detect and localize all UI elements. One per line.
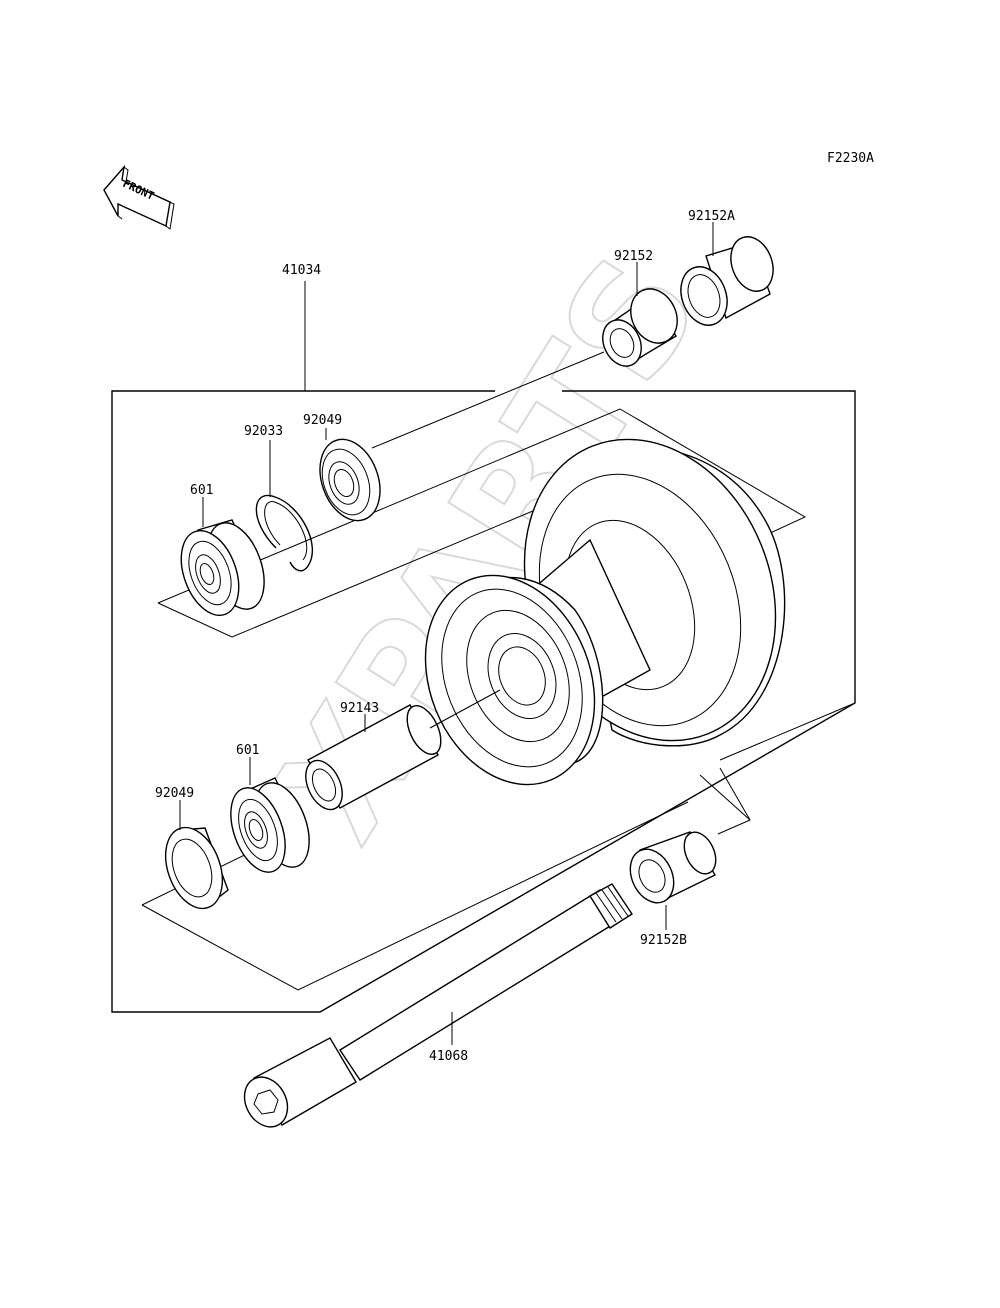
collar-92152 <box>602 288 678 367</box>
lower-group-outline-right2 <box>717 767 751 835</box>
bearing-601-top <box>180 519 265 616</box>
label-92152: 92152 <box>614 249 653 264</box>
lower-group-outline <box>141 801 689 991</box>
collar-92152A <box>680 236 774 326</box>
assembly-bracket <box>111 281 856 1013</box>
label-601-top: 601 <box>190 483 213 498</box>
wheel-hub <box>424 438 786 786</box>
oil-seal-92049-bottom <box>164 826 229 910</box>
label-92049-top: 92049 <box>303 413 342 428</box>
label-601-bottom: 601 <box>236 743 259 758</box>
label-41068: 41068 <box>429 1049 468 1064</box>
front-direction-arrow-icon: FRONT <box>103 164 175 230</box>
axle-41068 <box>243 883 633 1128</box>
label-92152B: 92152B <box>640 933 687 948</box>
label-92049-bottom: 92049 <box>155 786 194 801</box>
spacer-tube-92143 <box>305 704 442 811</box>
label-92152A: 92152A <box>688 209 735 224</box>
upper-group-outline <box>157 408 807 604</box>
upper-group-outline-lower <box>157 507 541 638</box>
label-92143: 92143 <box>340 701 379 716</box>
circlip-92033 <box>255 494 314 572</box>
bearing-601-bottom <box>230 777 310 873</box>
diagram-code: F2230A <box>827 151 874 166</box>
label-92033: 92033 <box>244 424 283 439</box>
label-41034: 41034 <box>282 263 321 278</box>
oil-seal-92049-top <box>319 438 381 522</box>
collar-92152B <box>629 831 717 904</box>
